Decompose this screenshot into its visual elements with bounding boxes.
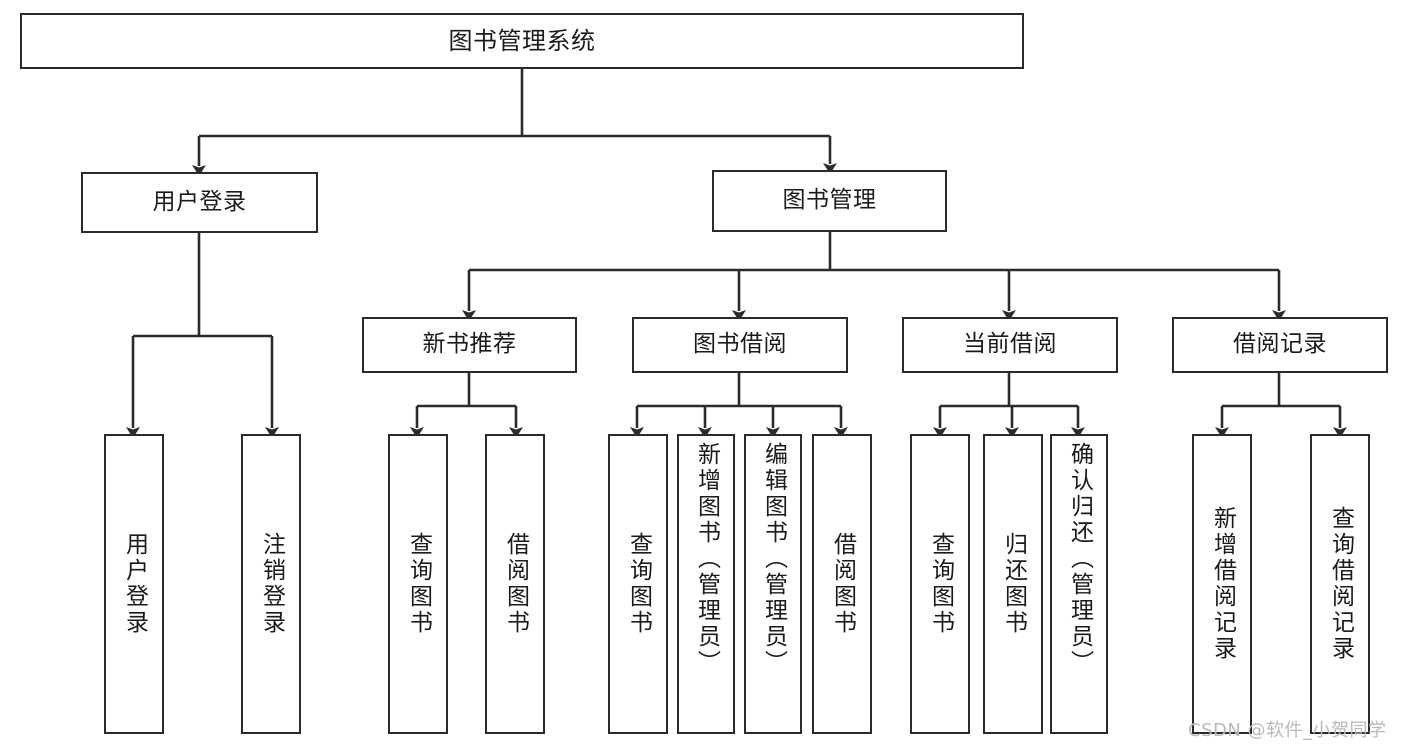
node-leaf-edit-book-admin-label: 编辑图书（管理员） xyxy=(760,442,787,676)
node-leaf-add-borrow-record[interactable]: 新增借阅记录 xyxy=(1192,434,1252,734)
node-leaf-logout[interactable]: 注销登录 xyxy=(241,434,301,734)
node-leaf-query-book-1-label: 查询图书 xyxy=(405,532,432,636)
node-root-label: 图书管理系统 xyxy=(448,26,596,55)
node-leaf-borrow-book-1-label: 借阅图书 xyxy=(502,532,529,636)
node-user-login[interactable]: 用户登录 xyxy=(81,172,318,233)
node-book-borrow[interactable]: 图书借阅 xyxy=(632,317,848,373)
node-leaf-logout-label: 注销登录 xyxy=(258,532,285,636)
node-current-borrow[interactable]: 当前借阅 xyxy=(902,317,1118,373)
node-leaf-return-book[interactable]: 归还图书 xyxy=(983,434,1043,734)
watermark: CSDN @软件_小贺同学 xyxy=(1188,720,1387,741)
node-leaf-return-book-label: 归还图书 xyxy=(1000,532,1027,636)
node-book-manage[interactable]: 图书管理 xyxy=(712,170,947,232)
node-leaf-query-book-1[interactable]: 查询图书 xyxy=(388,434,448,734)
node-user-login-label: 用户登录 xyxy=(152,188,247,215)
node-leaf-add-book-admin-label: 新增图书（管理员） xyxy=(693,442,720,676)
node-leaf-add-book-admin[interactable]: 新增图书（管理员） xyxy=(677,434,735,734)
node-book-borrow-label: 图书借阅 xyxy=(693,331,787,358)
node-leaf-query-borrow-record-label: 查询借阅记录 xyxy=(1327,506,1354,662)
node-new-book-recommend[interactable]: 新书推荐 xyxy=(362,317,577,373)
node-leaf-query-book-2-label: 查询图书 xyxy=(625,532,652,636)
node-leaf-user-login-label: 用户登录 xyxy=(121,532,148,636)
node-leaf-user-login[interactable]: 用户登录 xyxy=(104,434,164,734)
node-leaf-borrow-book-2-label: 借阅图书 xyxy=(829,532,856,636)
node-current-borrow-label: 当前借阅 xyxy=(963,331,1057,358)
node-leaf-borrow-book-2[interactable]: 借阅图书 xyxy=(812,434,872,734)
node-leaf-query-book-2[interactable]: 查询图书 xyxy=(608,434,668,734)
node-leaf-borrow-book-1[interactable]: 借阅图书 xyxy=(485,434,545,734)
node-leaf-add-borrow-record-label: 新增借阅记录 xyxy=(1209,506,1236,662)
node-borrow-record-label: 借阅记录 xyxy=(1233,331,1327,358)
node-leaf-query-borrow-record[interactable]: 查询借阅记录 xyxy=(1310,434,1370,734)
node-book-manage-label: 图书管理 xyxy=(782,187,877,214)
node-new-book-recommend-label: 新书推荐 xyxy=(422,331,517,358)
node-leaf-confirm-return-admin[interactable]: 确认归还（管理员） xyxy=(1050,434,1108,734)
node-leaf-query-book-3[interactable]: 查询图书 xyxy=(910,434,970,734)
node-leaf-edit-book-admin[interactable]: 编辑图书（管理员） xyxy=(744,434,802,734)
node-leaf-confirm-return-admin-label: 确认归还（管理员） xyxy=(1066,442,1093,676)
node-borrow-record[interactable]: 借阅记录 xyxy=(1172,317,1388,373)
node-root[interactable]: 图书管理系统 xyxy=(20,13,1024,69)
node-leaf-query-book-3-label: 查询图书 xyxy=(927,532,954,636)
